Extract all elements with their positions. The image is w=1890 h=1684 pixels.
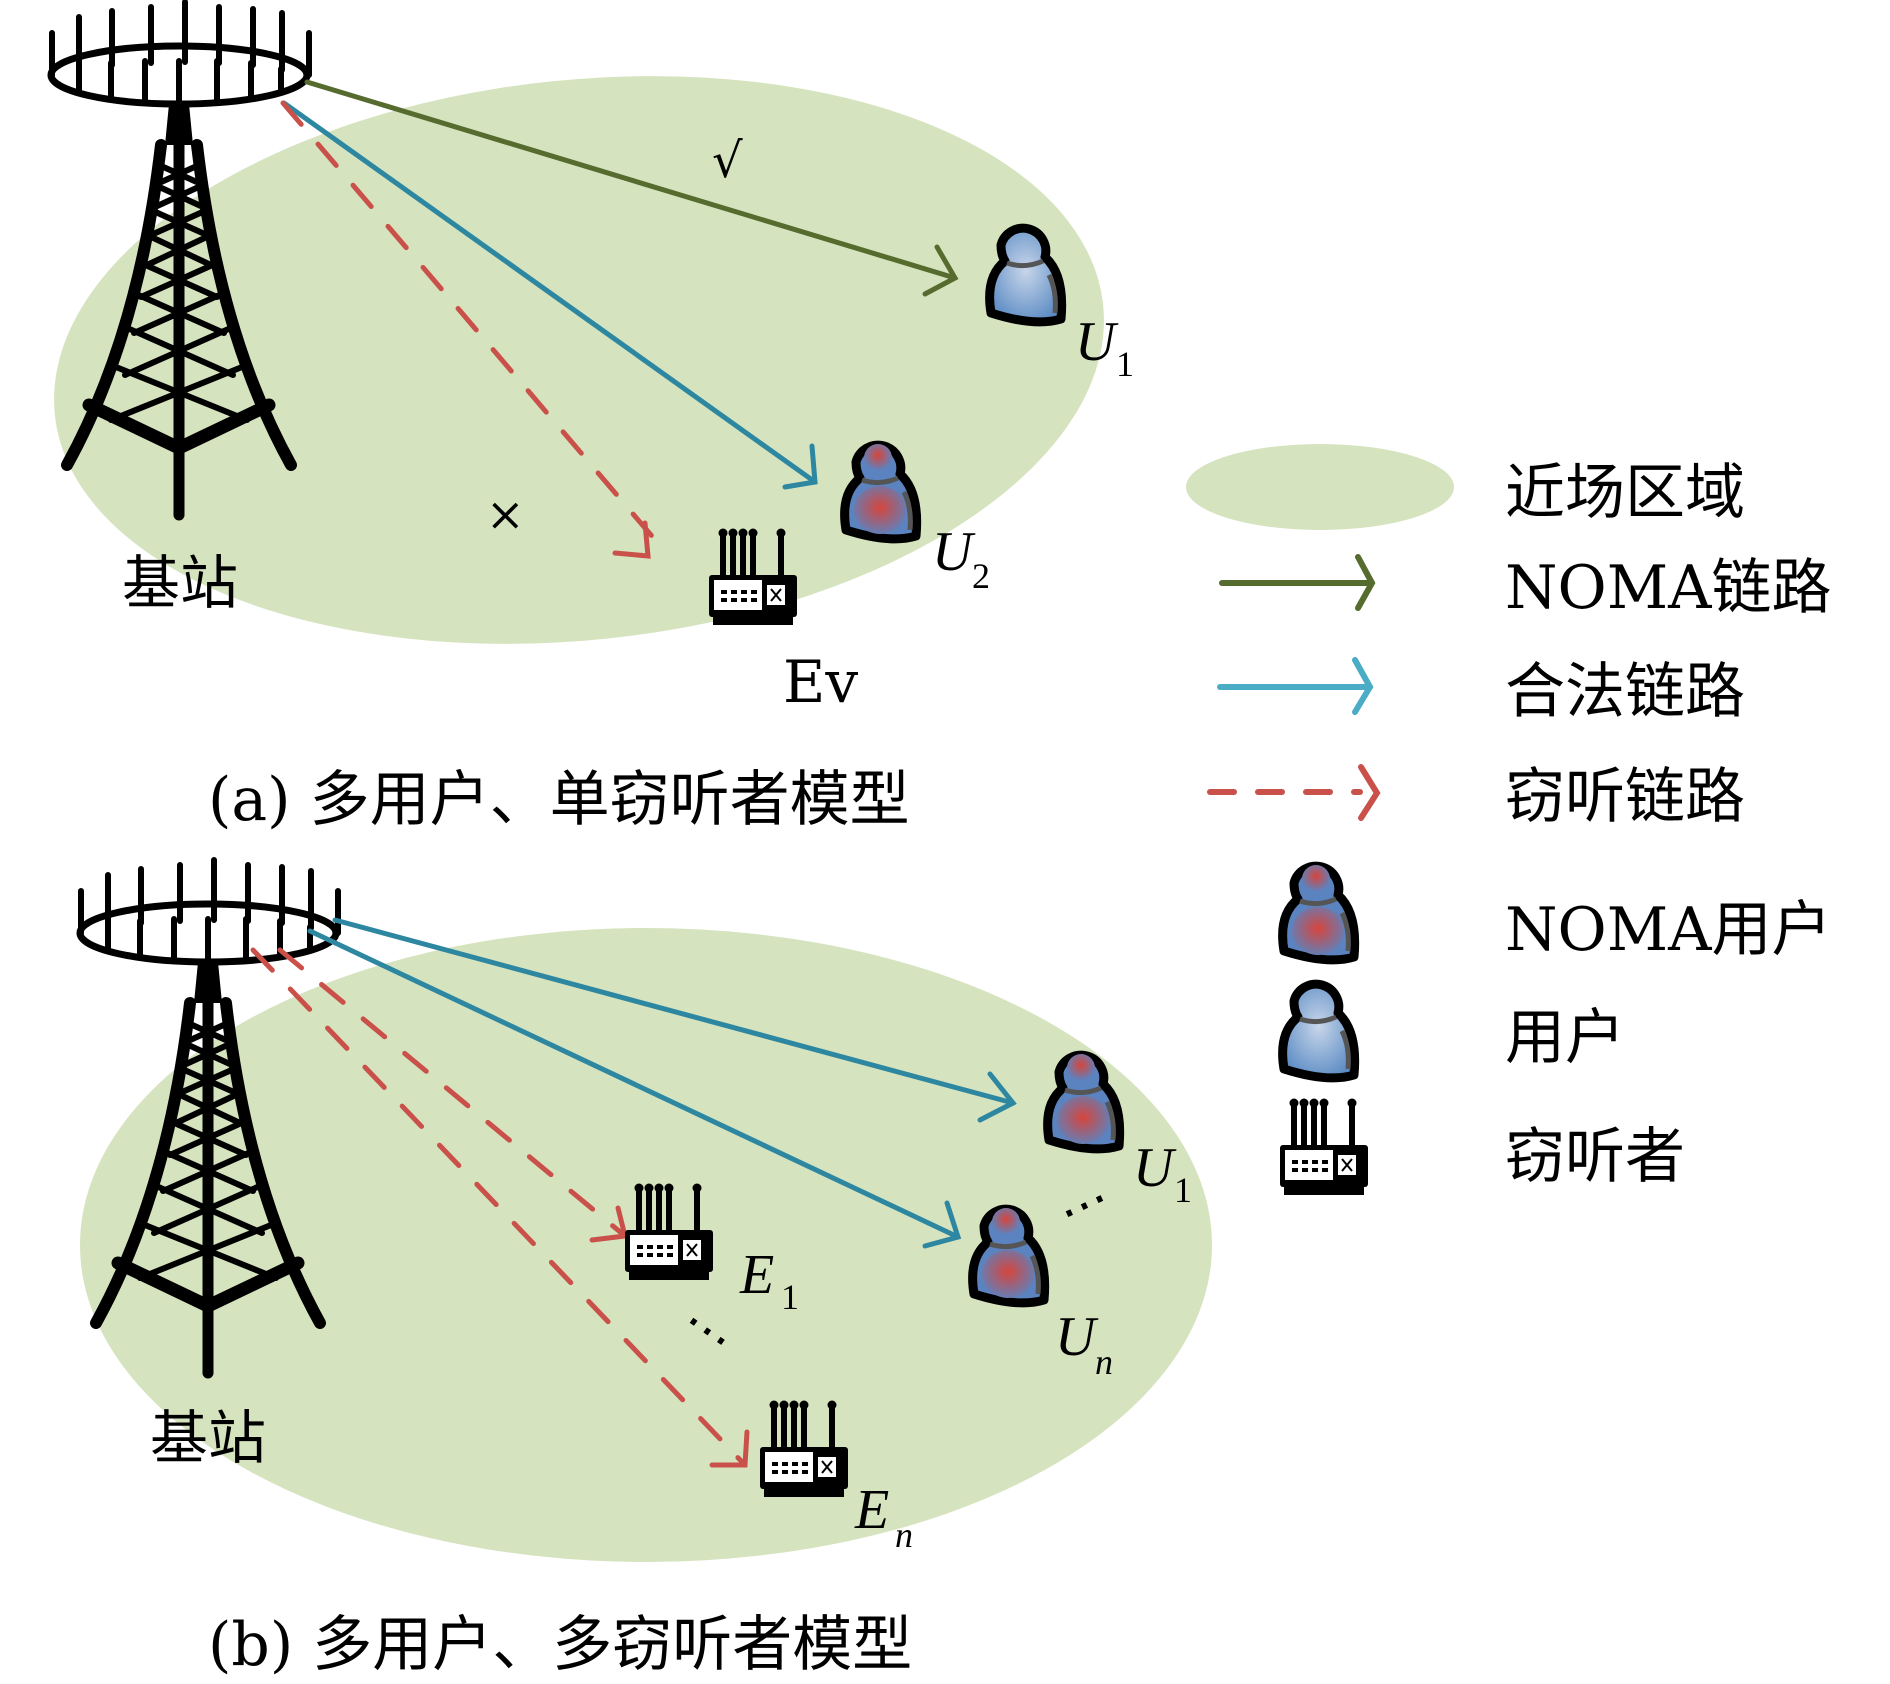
legend-eavesdropper-icon [1280, 1099, 1368, 1196]
legit-link-arrow [332, 917, 1017, 1123]
user1-label: U 1 [1075, 311, 1134, 384]
legend-eaves-link-swatch [1207, 764, 1381, 821]
svg-text:n: n [895, 1515, 913, 1555]
legend-legit-link-swatch [1217, 657, 1374, 715]
eavesdropper-icon [709, 529, 797, 626]
legend-noma-link-label: NOMA链路 [1505, 553, 1831, 623]
legit-link-arrow [281, 100, 818, 490]
noma-link-arrow [304, 79, 959, 297]
svg-text:E: E [854, 1479, 889, 1541]
eaves1-label: E 1 [739, 1244, 799, 1317]
caption-a: (a) 多用户、单窃听者模型 [208, 765, 910, 835]
eavesdropper-icon [760, 1401, 848, 1498]
legend-eavesdropper-label: 窃听者 [1505, 1122, 1685, 1192]
svg-text:2: 2 [972, 556, 990, 596]
cross-mark: × [486, 487, 525, 541]
panel-b: ⋯ ⋯ 基站 U 1 U n E 1 E n (b) 多用户、多窃听者模型 [80, 860, 1212, 1680]
usern-label: U n [1055, 1306, 1113, 1382]
panel-a: √ × 基站 U 1 U 2 Ev (a) 多用户、单窃听者模型 [26, 2, 1134, 835]
svg-text:U: U [1055, 1306, 1099, 1368]
base-station-label: 基站 [122, 549, 238, 617]
svg-text:1: 1 [1174, 1170, 1192, 1210]
legend-legit-link-label: 合法链路 [1505, 657, 1745, 727]
legend-noma-link-swatch [1219, 554, 1376, 611]
legend-eaves-link-label: 窃听链路 [1505, 762, 1745, 832]
svg-text:E: E [739, 1244, 774, 1306]
svg-text:1: 1 [1116, 344, 1134, 384]
eavesdropper-label: Ev [783, 648, 858, 716]
legend-user-label: 用户 [1505, 1003, 1625, 1073]
legend-near-field-swatch [1186, 444, 1454, 530]
eavesn-label: E n [854, 1479, 913, 1555]
legend: 近场区域 NOMA链路 合法链路 窃听链路 NOMA用户 用户 窃听者 [1186, 444, 1831, 1195]
user1-label: U 1 [1133, 1137, 1192, 1210]
user2-label: U 2 [932, 521, 990, 596]
svg-text:n: n [1095, 1342, 1113, 1382]
svg-text:1: 1 [781, 1277, 799, 1317]
svg-text:U: U [1075, 311, 1119, 373]
legend-noma-user-icon [1283, 865, 1355, 960]
svg-text:U: U [1133, 1137, 1177, 1199]
svg-text:U: U [932, 521, 976, 583]
legit-link-arrow [307, 928, 962, 1249]
legend-noma-user-label: NOMA用户 [1505, 895, 1831, 965]
caption-b: (b) 多用户、多窃听者模型 [208, 1610, 912, 1680]
eavesdropper-icon [625, 1184, 713, 1281]
check-mark: √ [712, 133, 743, 189]
eavesdrop-link-arrow [280, 100, 671, 559]
eavesdrop-link-arrow [250, 947, 750, 1468]
base-station-label: 基站 [150, 1404, 266, 1472]
legend-user-icon [1283, 984, 1355, 1078]
legend-near-field-label: 近场区域 [1505, 458, 1745, 528]
